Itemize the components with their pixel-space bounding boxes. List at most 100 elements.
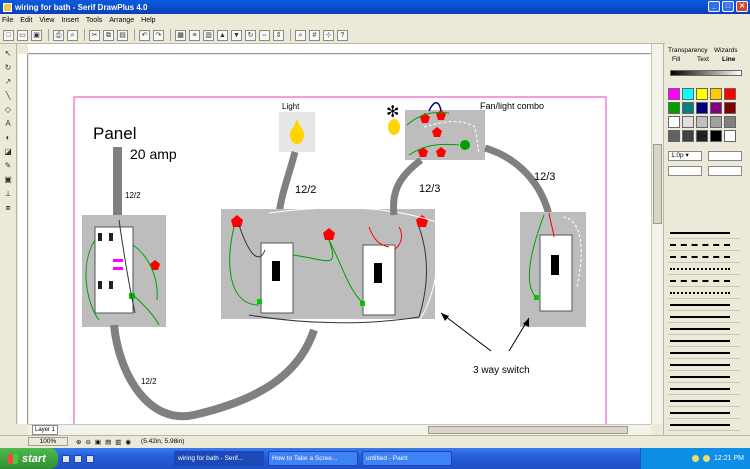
maximize-button[interactable]: □ (722, 1, 734, 12)
zoom-out-icon[interactable]: ⊖ (85, 438, 91, 446)
arrow-style-item[interactable] (668, 371, 740, 383)
cut-icon[interactable]: ✂ (89, 29, 100, 41)
zoom-in-icon[interactable]: ⊕ (76, 438, 82, 446)
scroll-thumb[interactable] (653, 144, 662, 224)
grid-icon[interactable]: # (309, 29, 320, 41)
color-swatch[interactable] (710, 102, 722, 114)
connector-icon[interactable]: ⟂ (5, 189, 11, 198)
vertical-scrollbar[interactable] (651, 44, 663, 424)
color-swatch[interactable] (668, 116, 680, 128)
send-back-icon[interactable]: ▼ (231, 29, 242, 41)
color-swatch[interactable] (696, 116, 708, 128)
line-style-item[interactable] (668, 263, 740, 275)
line-style-item[interactable] (668, 299, 740, 311)
new-icon[interactable]: □ (3, 29, 14, 41)
menu-insert[interactable]: Insert (61, 16, 79, 24)
color-swatch[interactable] (696, 102, 708, 114)
arrow-style-item[interactable] (668, 311, 740, 323)
color-swatch[interactable] (668, 88, 680, 100)
color-swatch[interactable] (724, 130, 736, 142)
color-swatch[interactable] (724, 102, 736, 114)
arrow-style-item[interactable] (668, 323, 740, 335)
color-swatch[interactable] (696, 88, 708, 100)
start-button[interactable]: start (0, 448, 58, 469)
line-tool-icon[interactable]: ╲ (5, 91, 11, 100)
eraser-icon[interactable]: ◪ (4, 147, 12, 156)
menu-arrange[interactable]: Arrange (109, 16, 135, 24)
tab-transparency[interactable]: Transparency (668, 47, 708, 54)
color-swatch[interactable] (682, 102, 694, 114)
color-swatch[interactable] (682, 88, 694, 100)
horizontal-scrollbar[interactable]: Layer 1 (28, 424, 651, 435)
zoom-fit-icon[interactable]: ▥ (115, 438, 122, 446)
node-tool-icon[interactable]: ↗ (4, 77, 12, 86)
close-button[interactable]: ✕ (736, 1, 748, 12)
color-swatch[interactable] (682, 130, 694, 142)
copy-icon[interactable]: ⧉ (103, 29, 114, 41)
line-style-item[interactable] (668, 275, 740, 287)
zoom-width-icon[interactable]: ▤ (105, 438, 112, 446)
line-style-list[interactable] (668, 227, 740, 431)
rotate-icon[interactable]: ↻ (245, 29, 256, 41)
snap-icon[interactable]: ⊹ (323, 29, 334, 41)
menu-edit[interactable]: Edit (20, 16, 33, 24)
bring-front-icon[interactable]: ▲ (217, 29, 228, 41)
menu-view[interactable]: View (39, 16, 55, 24)
color-swatch[interactable] (710, 130, 722, 142)
quick-launch-icon[interactable] (62, 454, 70, 463)
menu-help[interactable]: Help (141, 16, 156, 24)
arrow-style-item[interactable] (668, 395, 740, 407)
arrow-style-item[interactable] (668, 419, 740, 431)
brush-icon[interactable]: ✎ (4, 161, 12, 170)
layer-tab[interactable]: Layer 1 (32, 425, 58, 435)
print-preview-icon[interactable]: ⌕ (67, 29, 78, 41)
line-width-select[interactable]: 1.0p ▾ (668, 151, 702, 161)
color-swatch[interactable] (710, 116, 722, 128)
scroll-thumb[interactable] (428, 426, 628, 434)
zoom-page-icon[interactable]: ▣ (94, 438, 102, 446)
arrange-icon[interactable]: ▥ (203, 29, 214, 41)
view-icon[interactable]: ◉ (125, 438, 132, 446)
zoom-level[interactable]: 100% (28, 437, 68, 446)
menu-file[interactable]: File (2, 16, 14, 24)
flip-h-icon[interactable]: ⇔ (259, 29, 270, 41)
color-swatch[interactable] (696, 130, 708, 142)
color-swatch[interactable] (724, 116, 736, 128)
color-swatch[interactable] (668, 102, 680, 114)
minimize-button[interactable]: _ (708, 1, 720, 12)
task-drawplus[interactable]: wiring for bath - Serif... (174, 451, 264, 466)
tab-wizards[interactable]: Wizards (714, 47, 738, 54)
paste-icon[interactable]: ▤ (117, 29, 128, 41)
quick-launch-icon[interactable] (86, 454, 94, 463)
quick-launch-icon[interactable] (74, 454, 82, 463)
undo-icon[interactable]: ↶ (139, 29, 150, 41)
image-icon[interactable]: ▣ (4, 175, 12, 184)
tab-fill[interactable]: Fill (672, 56, 681, 63)
tray-icon[interactable] (703, 455, 711, 462)
crop-icon[interactable]: ⧈ (5, 203, 11, 212)
pointer-icon[interactable]: ↖ (4, 49, 12, 58)
task-paint[interactable]: untitled - Paint (362, 451, 452, 466)
arrow-style-item[interactable] (668, 359, 740, 371)
tab-text[interactable]: Text (697, 56, 709, 63)
gradient-bar[interactable] (670, 70, 742, 76)
shape-tool-icon[interactable]: ◇ (4, 105, 12, 114)
redo-icon[interactable]: ↷ (153, 29, 164, 41)
tray-icon[interactable] (692, 455, 700, 462)
save-icon[interactable]: ▣ (31, 29, 42, 41)
line-style-select[interactable] (708, 151, 742, 161)
zoom-icon[interactable]: ⌕ (295, 29, 306, 41)
line-style-item[interactable] (668, 227, 740, 239)
group-icon[interactable]: ▦ (175, 29, 186, 41)
print-icon[interactable]: ⎙ (53, 29, 64, 41)
arrow-style-item[interactable] (668, 407, 740, 419)
align-icon[interactable]: ≡ (189, 29, 200, 41)
rotate-tool-icon[interactable]: ↻ (4, 63, 12, 72)
flip-v-icon[interactable]: ⇕ (273, 29, 284, 41)
task-browser[interactable]: How to Take a Scree... (268, 451, 358, 466)
fill-tool-icon[interactable]: ◐ (5, 133, 11, 142)
line-style-item[interactable] (668, 239, 740, 251)
line-style-item[interactable] (668, 287, 740, 299)
line-cap-select[interactable] (668, 166, 702, 176)
color-swatch[interactable] (724, 88, 736, 100)
